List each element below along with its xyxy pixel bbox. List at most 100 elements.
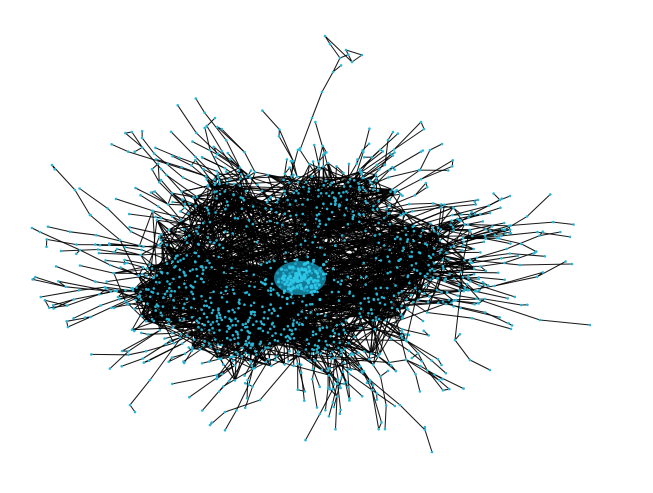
graph-edge <box>165 174 198 198</box>
graph-node <box>232 193 235 196</box>
graph-node <box>159 311 163 315</box>
graph-node <box>286 334 289 338</box>
graph-node <box>541 230 544 233</box>
graph-node <box>447 298 451 302</box>
graph-node <box>57 280 60 283</box>
graph-node <box>342 185 346 188</box>
graph-node <box>329 334 332 338</box>
graph-node <box>225 200 229 203</box>
graph-edge <box>405 340 439 360</box>
graph-node <box>250 364 254 368</box>
graph-edge <box>134 146 143 153</box>
graph-node <box>359 301 362 305</box>
graph-edge <box>73 305 101 319</box>
graph-node <box>452 299 456 303</box>
graph-node <box>304 262 308 266</box>
graph-edge <box>133 292 154 310</box>
graph-edge <box>328 375 338 397</box>
graph-node <box>176 254 179 257</box>
graph-edge <box>215 156 242 175</box>
graph-node <box>205 206 209 210</box>
graph-node <box>416 298 420 302</box>
graph-node <box>536 230 539 234</box>
graph-node <box>216 173 219 176</box>
graph-edge <box>496 237 522 245</box>
graph-edge <box>425 284 458 297</box>
graph-node <box>236 333 240 336</box>
graph-edge <box>460 271 499 274</box>
graph-edge <box>177 105 197 134</box>
graph-node <box>229 158 232 161</box>
graph-node <box>346 222 350 226</box>
graph-node <box>38 230 42 234</box>
graph-node <box>504 232 507 235</box>
graph-edge <box>153 153 184 179</box>
graph-node <box>396 132 400 135</box>
graph-node <box>525 215 529 218</box>
graph-node <box>407 308 410 311</box>
graph-node <box>148 263 151 267</box>
graph-edge <box>141 249 173 263</box>
graph-node <box>484 237 488 240</box>
graph-node <box>202 323 206 327</box>
graph-edge <box>224 410 237 431</box>
graph-edge <box>128 151 168 165</box>
graph-node <box>319 352 323 355</box>
graph-node <box>452 305 455 308</box>
graph-node <box>235 409 238 412</box>
graph-node <box>286 198 289 202</box>
graph-edge <box>128 350 147 356</box>
graph-edge <box>453 229 471 232</box>
graph-node <box>411 210 414 213</box>
graph-node <box>309 284 314 288</box>
graph-edge <box>311 379 318 408</box>
graph-node <box>127 212 131 216</box>
graph-edge <box>181 329 203 345</box>
graph-node <box>456 217 459 221</box>
graph-node <box>203 304 206 308</box>
graph-node <box>130 287 133 290</box>
graph-edge <box>462 225 493 239</box>
graph-node <box>261 329 265 333</box>
graph-node <box>160 233 164 236</box>
graph-edge <box>346 169 361 200</box>
graph-node <box>98 293 101 296</box>
graph-node <box>255 183 259 186</box>
graph-node <box>299 283 303 287</box>
graph-node <box>412 224 416 227</box>
graph-node <box>347 372 351 376</box>
graph-node <box>191 140 194 143</box>
graph-edge <box>420 165 453 180</box>
graph-node <box>462 240 466 244</box>
graph-node <box>54 265 58 268</box>
graph-node <box>120 349 124 353</box>
graph-node <box>154 280 158 284</box>
graph-node <box>406 238 410 241</box>
graph-node <box>448 272 452 276</box>
graph-node <box>446 257 450 261</box>
graph-node <box>441 264 445 268</box>
graph-node <box>324 179 328 183</box>
graph-edge <box>469 359 491 371</box>
graph-node <box>203 111 206 114</box>
graph-node <box>467 288 471 292</box>
graph-node <box>321 326 325 330</box>
graph-edge <box>443 268 480 286</box>
graph-edge <box>189 234 211 243</box>
graph-node <box>246 329 249 333</box>
graph-node <box>263 310 266 314</box>
graph-node <box>288 328 292 332</box>
graph-node <box>183 202 187 206</box>
graph-node <box>146 302 149 306</box>
graph-edge <box>157 205 173 218</box>
graph-node <box>210 421 213 424</box>
graph-node <box>322 202 325 205</box>
graph-node <box>133 329 136 333</box>
graph-edge <box>132 191 391 291</box>
graph-node <box>89 213 92 217</box>
graph-node <box>208 296 212 300</box>
graph-node <box>418 168 422 172</box>
graph-node <box>428 148 432 152</box>
graph-edge <box>329 43 341 59</box>
graph-node <box>123 258 126 262</box>
